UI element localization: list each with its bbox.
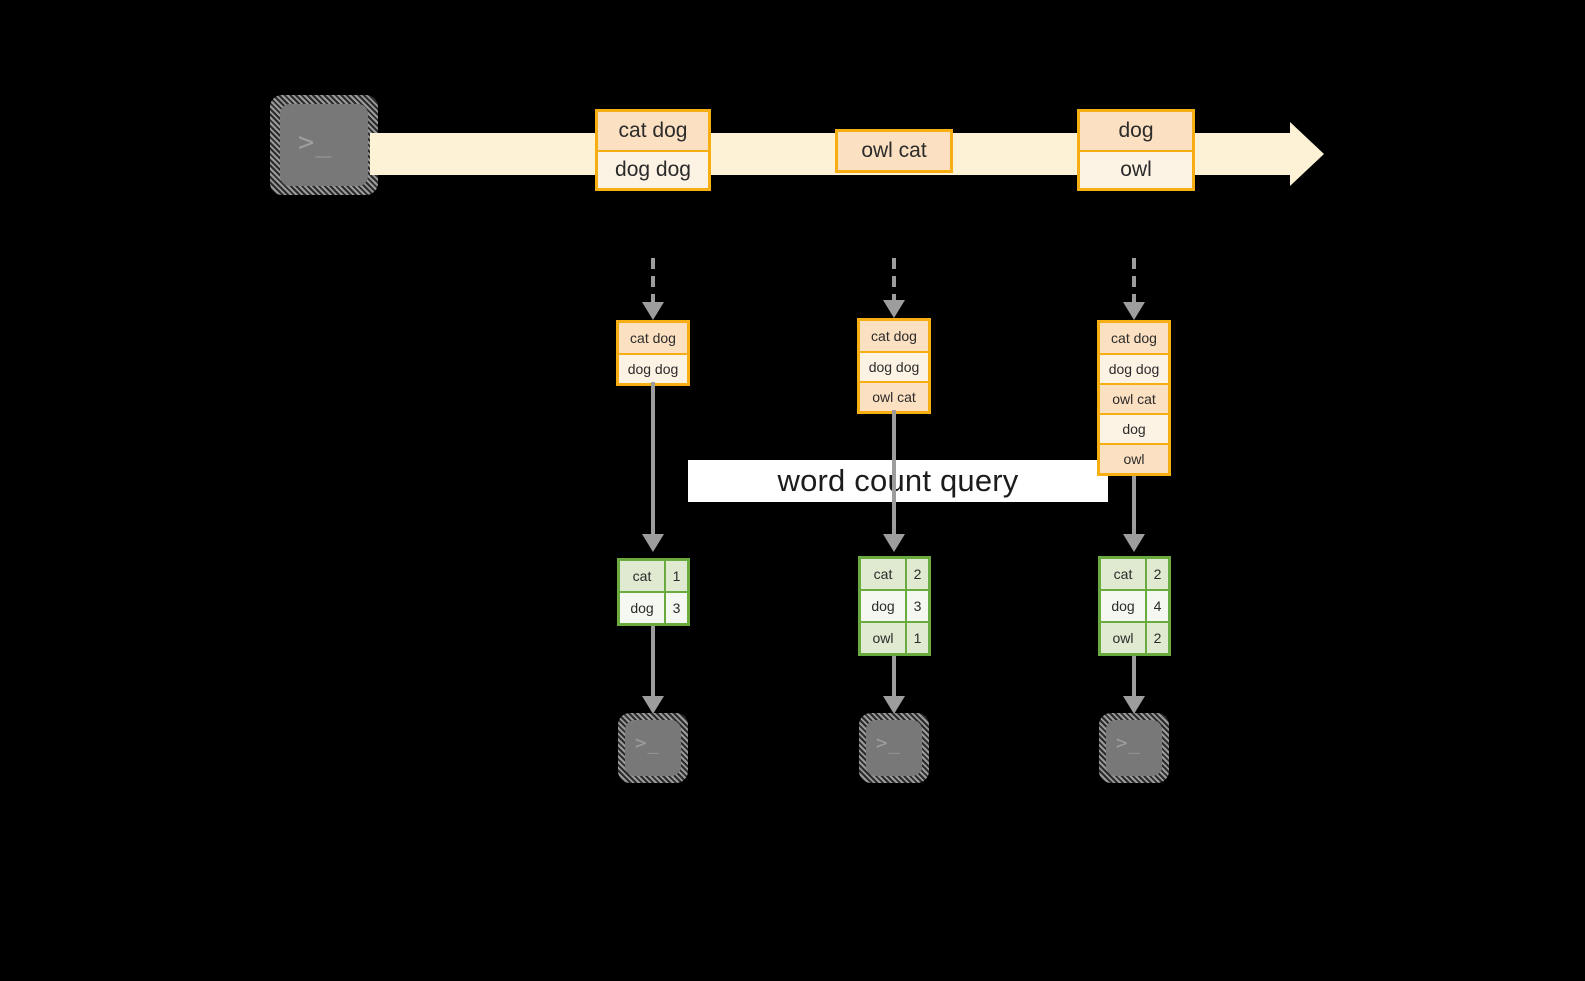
stream-record-line: owl cat	[838, 132, 950, 170]
result-word: owl	[1101, 623, 1145, 653]
snapshot-1-result-table: cat 1 dog 3	[617, 558, 690, 626]
terminal-face	[625, 720, 681, 776]
snapshot-3-sink-terminal-icon: >_	[1099, 713, 1169, 783]
snapshot-1-query-arrowhead	[642, 534, 664, 552]
result-count: 1	[664, 561, 687, 591]
stream-record-line: cat dog	[598, 112, 708, 150]
input-row: dog dog	[860, 351, 928, 381]
snapshot-3-dashed-arrowhead	[1123, 302, 1145, 320]
result-row: dog 3	[620, 591, 687, 623]
snapshot-2-input-table: cat dog dog dog owl cat	[857, 318, 931, 414]
result-row: cat 2	[1101, 559, 1168, 589]
snapshot-2-sink-terminal-icon: >_	[859, 713, 929, 783]
snapshot-2-query-arrowhead	[883, 534, 905, 552]
input-row: dog	[1100, 413, 1168, 443]
snapshot-3-result-table: cat 2 dog 4 owl 2	[1098, 556, 1171, 656]
input-row: cat dog	[860, 321, 928, 351]
result-word: cat	[620, 561, 664, 591]
result-row: dog 3	[861, 589, 928, 621]
input-row: dog dog	[1100, 353, 1168, 383]
query-banner-label: word count query	[777, 463, 1019, 498]
event-stream-arrowhead	[1290, 122, 1324, 186]
terminal-prompt-glyph: >_	[298, 127, 333, 158]
result-row: dog 4	[1101, 589, 1168, 621]
stream-record-2: owl cat	[835, 129, 953, 173]
result-count: 2	[1145, 623, 1168, 653]
terminal-face	[1106, 720, 1162, 776]
snapshot-3-sink-arrowhead	[1123, 696, 1145, 714]
terminal-prompt-glyph: >_	[1116, 732, 1141, 754]
result-row: owl 1	[861, 621, 928, 653]
terminal-face	[280, 104, 368, 186]
result-row: cat 1	[620, 561, 687, 591]
snapshot-1-dashed-connector	[651, 258, 655, 304]
snapshot-1-dashed-arrowhead	[642, 302, 664, 320]
input-row: owl	[1100, 443, 1168, 473]
snapshot-3-query-connector	[1132, 472, 1136, 536]
result-count: 2	[1145, 559, 1168, 589]
input-row: cat dog	[1100, 323, 1168, 353]
stream-record-line: dog dog	[598, 150, 708, 188]
input-row: owl cat	[1100, 383, 1168, 413]
input-row: owl cat	[860, 381, 928, 411]
snapshot-2-dashed-arrowhead	[883, 300, 905, 318]
snapshot-3-dashed-connector	[1132, 258, 1136, 304]
snapshot-3-input-table: cat dog dog dog owl cat dog owl	[1097, 320, 1171, 476]
result-word: cat	[1101, 559, 1145, 589]
result-row: cat 2	[861, 559, 928, 589]
terminal-prompt-glyph: >_	[876, 732, 901, 754]
result-word: cat	[861, 559, 905, 589]
snapshot-2-sink-arrowhead	[883, 696, 905, 714]
result-count: 1	[905, 623, 928, 653]
result-word: dog	[1101, 591, 1145, 621]
result-count: 2	[905, 559, 928, 589]
snapshot-2-query-connector	[892, 410, 896, 536]
snapshot-2-result-table: cat 2 dog 3 owl 1	[858, 556, 931, 656]
result-count: 3	[664, 593, 687, 623]
result-row: owl 2	[1101, 621, 1168, 653]
snapshot-1-sink-connector	[651, 620, 655, 698]
snapshot-3-query-arrowhead	[1123, 534, 1145, 552]
result-count: 3	[905, 591, 928, 621]
stream-record-line: dog	[1080, 112, 1192, 150]
stream-record-1: cat dog dog dog	[595, 109, 711, 191]
snapshot-1-sink-arrowhead	[642, 696, 664, 714]
result-word: dog	[620, 593, 664, 623]
terminal-face	[866, 720, 922, 776]
snapshot-1-sink-terminal-icon: >_	[618, 713, 688, 783]
stream-record-3: dog owl	[1077, 109, 1195, 191]
snapshot-3-sink-connector	[1132, 650, 1136, 698]
input-row: dog dog	[619, 353, 687, 383]
result-count: 4	[1145, 591, 1168, 621]
result-word: dog	[861, 591, 905, 621]
snapshot-2-dashed-connector	[892, 258, 896, 302]
input-row: cat dog	[619, 323, 687, 353]
stream-record-line: owl	[1080, 150, 1192, 188]
snapshot-1-query-connector	[651, 382, 655, 536]
snapshot-2-sink-connector	[892, 650, 896, 698]
snapshot-1-input-table: cat dog dog dog	[616, 320, 690, 386]
terminal-prompt-glyph: >_	[635, 732, 660, 754]
result-word: owl	[861, 623, 905, 653]
query-banner: word count query	[688, 460, 1108, 502]
source-terminal-icon: >_	[270, 95, 378, 195]
